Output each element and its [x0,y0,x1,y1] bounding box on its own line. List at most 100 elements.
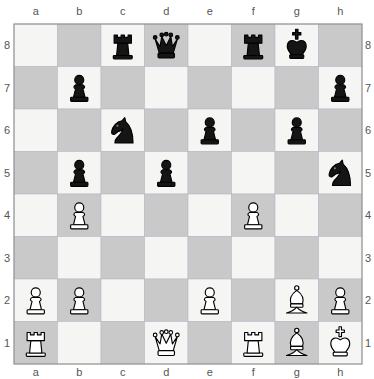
board-square [14,152,58,195]
black-king [287,29,306,58]
board-square [145,322,189,365]
black-pawn [201,118,218,144]
board-square [145,152,189,195]
board-square [319,237,363,280]
board-square [319,322,363,365]
board-square [232,279,276,322]
file-label: d [159,5,173,17]
file-label: h [333,5,347,17]
file-label: a [29,5,43,17]
white-queen [153,330,179,356]
file-label: a [29,366,43,378]
black-rook [244,35,263,59]
file-label: f [246,366,260,378]
rank-label: 3 [0,252,14,264]
rank-label: 8 [0,39,14,51]
black-pawn [71,75,88,101]
board-square [145,194,189,237]
board-square [319,194,363,237]
board-square [275,279,319,322]
board-square [232,24,276,67]
board-square [101,322,145,365]
board-square [319,24,363,67]
board-square [14,279,58,322]
white-king [331,327,350,356]
board-square [101,279,145,322]
board-square [188,194,232,237]
file-label: g [290,5,304,17]
board-square [188,279,232,322]
board-square [275,194,319,237]
black-pawn [158,160,175,186]
board-square [188,67,232,110]
board-square [58,109,102,152]
board-square [14,109,58,152]
white-pawn [71,203,88,229]
rank-label: 4 [0,209,14,221]
board-square [232,322,276,365]
board-square [14,237,58,280]
rank-label: 4 [361,209,374,221]
file-label: h [333,366,347,378]
file-label: d [159,366,173,378]
rank-label: 2 [361,294,374,306]
white-pawn [332,288,349,314]
board-square [145,237,189,280]
white-rook [26,332,45,356]
board-square [58,152,102,195]
board-square [145,24,189,67]
board-square [58,279,102,322]
file-label: f [246,5,260,17]
board-square [14,67,58,110]
board-square [232,194,276,237]
board-square [58,67,102,110]
board-square [58,24,102,67]
board-square [101,152,145,195]
board-square [275,152,319,195]
white-pawn [27,288,44,314]
white-pawn [201,288,218,314]
board-square [188,322,232,365]
board-square [275,24,319,67]
file-label: e [203,5,217,17]
board-square [319,67,363,110]
rank-label: 6 [0,124,14,136]
rank-label: 1 [361,337,374,349]
board-square [58,194,102,237]
board-square [319,109,363,152]
file-label: c [116,366,130,378]
board-square [188,237,232,280]
rank-label: 7 [0,82,14,94]
file-label: c [116,5,130,17]
board-square [145,109,189,152]
board-square [145,67,189,110]
file-label: g [290,366,304,378]
white-rook [244,332,263,356]
rank-label: 5 [361,167,374,179]
board-square [14,194,58,237]
board-square [275,109,319,152]
black-pawn [71,160,88,186]
board-square [232,67,276,110]
board-square [188,109,232,152]
board-square [232,109,276,152]
board-square [14,24,58,67]
board-square [14,322,58,365]
board-square [101,67,145,110]
board-border [14,24,362,364]
black-knight [112,118,133,143]
board-square [145,279,189,322]
black-pawn [288,118,305,144]
white-bishop [286,328,307,355]
board-square [58,322,102,365]
board-square [319,152,363,195]
white-pawn [71,288,88,314]
rank-label: 2 [0,294,14,306]
rank-label: 7 [361,82,374,94]
board-square [275,322,319,365]
board-square [275,237,319,280]
rank-label: 8 [361,39,374,51]
board-square [232,237,276,280]
black-knight [329,160,350,185]
